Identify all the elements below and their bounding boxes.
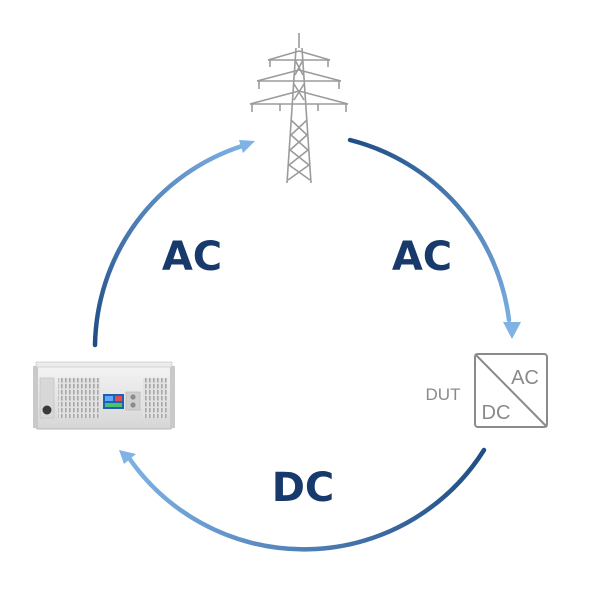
ac-dc-converter-icon: AC DC [474, 353, 548, 428]
power-pylon-icon [249, 33, 349, 184]
label-ac-right: AC [392, 234, 452, 280]
dut-ac-label: AC [511, 367, 539, 389]
dut-tag-label: DUT [426, 385, 461, 404]
bidirectional-power-supply-icon [33, 361, 175, 430]
arrow-dut-to-device [119, 447, 487, 552]
arrow-grid-to-dut [347, 137, 521, 339]
arrow-device-to-grid [92, 140, 255, 348]
label-dc-bottom: DC [272, 465, 335, 511]
label-ac-left: AC [162, 234, 222, 280]
dut-dc-label: DC [482, 402, 511, 424]
